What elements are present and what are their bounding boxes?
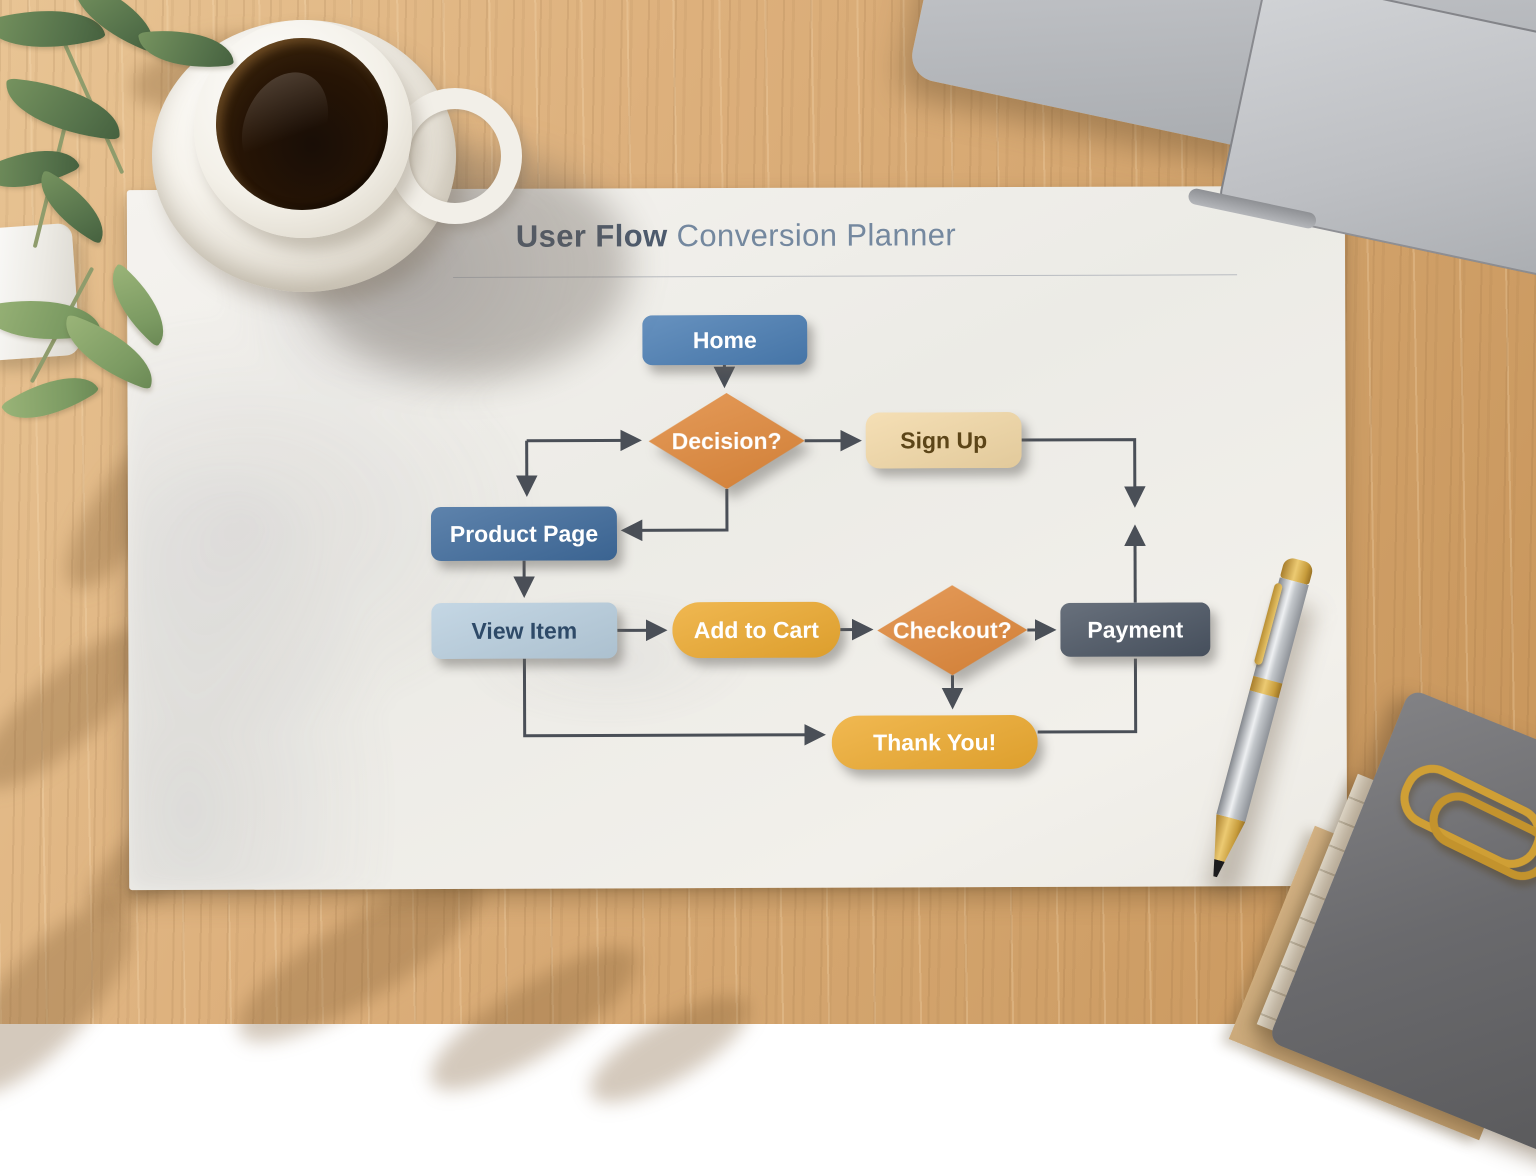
node-signup-label: Sign Up <box>900 427 987 454</box>
plant-pot <box>0 223 80 361</box>
node-add-to-cart-label: Add to Cart <box>694 616 819 643</box>
leaf-shadow <box>0 883 162 1116</box>
node-view-item-label: View Item <box>471 617 577 644</box>
node-signup: Sign Up <box>866 412 1022 469</box>
node-checkout-label: Checkout? <box>893 617 1012 644</box>
node-payment-label: Payment <box>1087 616 1183 643</box>
node-decision: Decision? <box>648 393 804 490</box>
node-thank-you-label: Thank You! <box>873 729 996 756</box>
node-decision-label: Decision? <box>672 427 782 454</box>
node-home-label: Home <box>693 326 757 353</box>
node-checkout-shape: Checkout? <box>877 585 1027 676</box>
node-payment: Payment <box>1060 602 1210 657</box>
node-checkout: Checkout? <box>877 585 1027 676</box>
node-add-to-cart: Add to Cart <box>672 602 840 659</box>
node-decision-shape: Decision? <box>648 393 804 490</box>
node-product-page-label: Product Page <box>450 520 598 548</box>
node-product-page: Product Page <box>431 506 617 561</box>
node-view-item: View Item <box>431 602 617 659</box>
node-thank-you: Thank You! <box>832 715 1038 770</box>
node-home: Home <box>642 315 807 366</box>
